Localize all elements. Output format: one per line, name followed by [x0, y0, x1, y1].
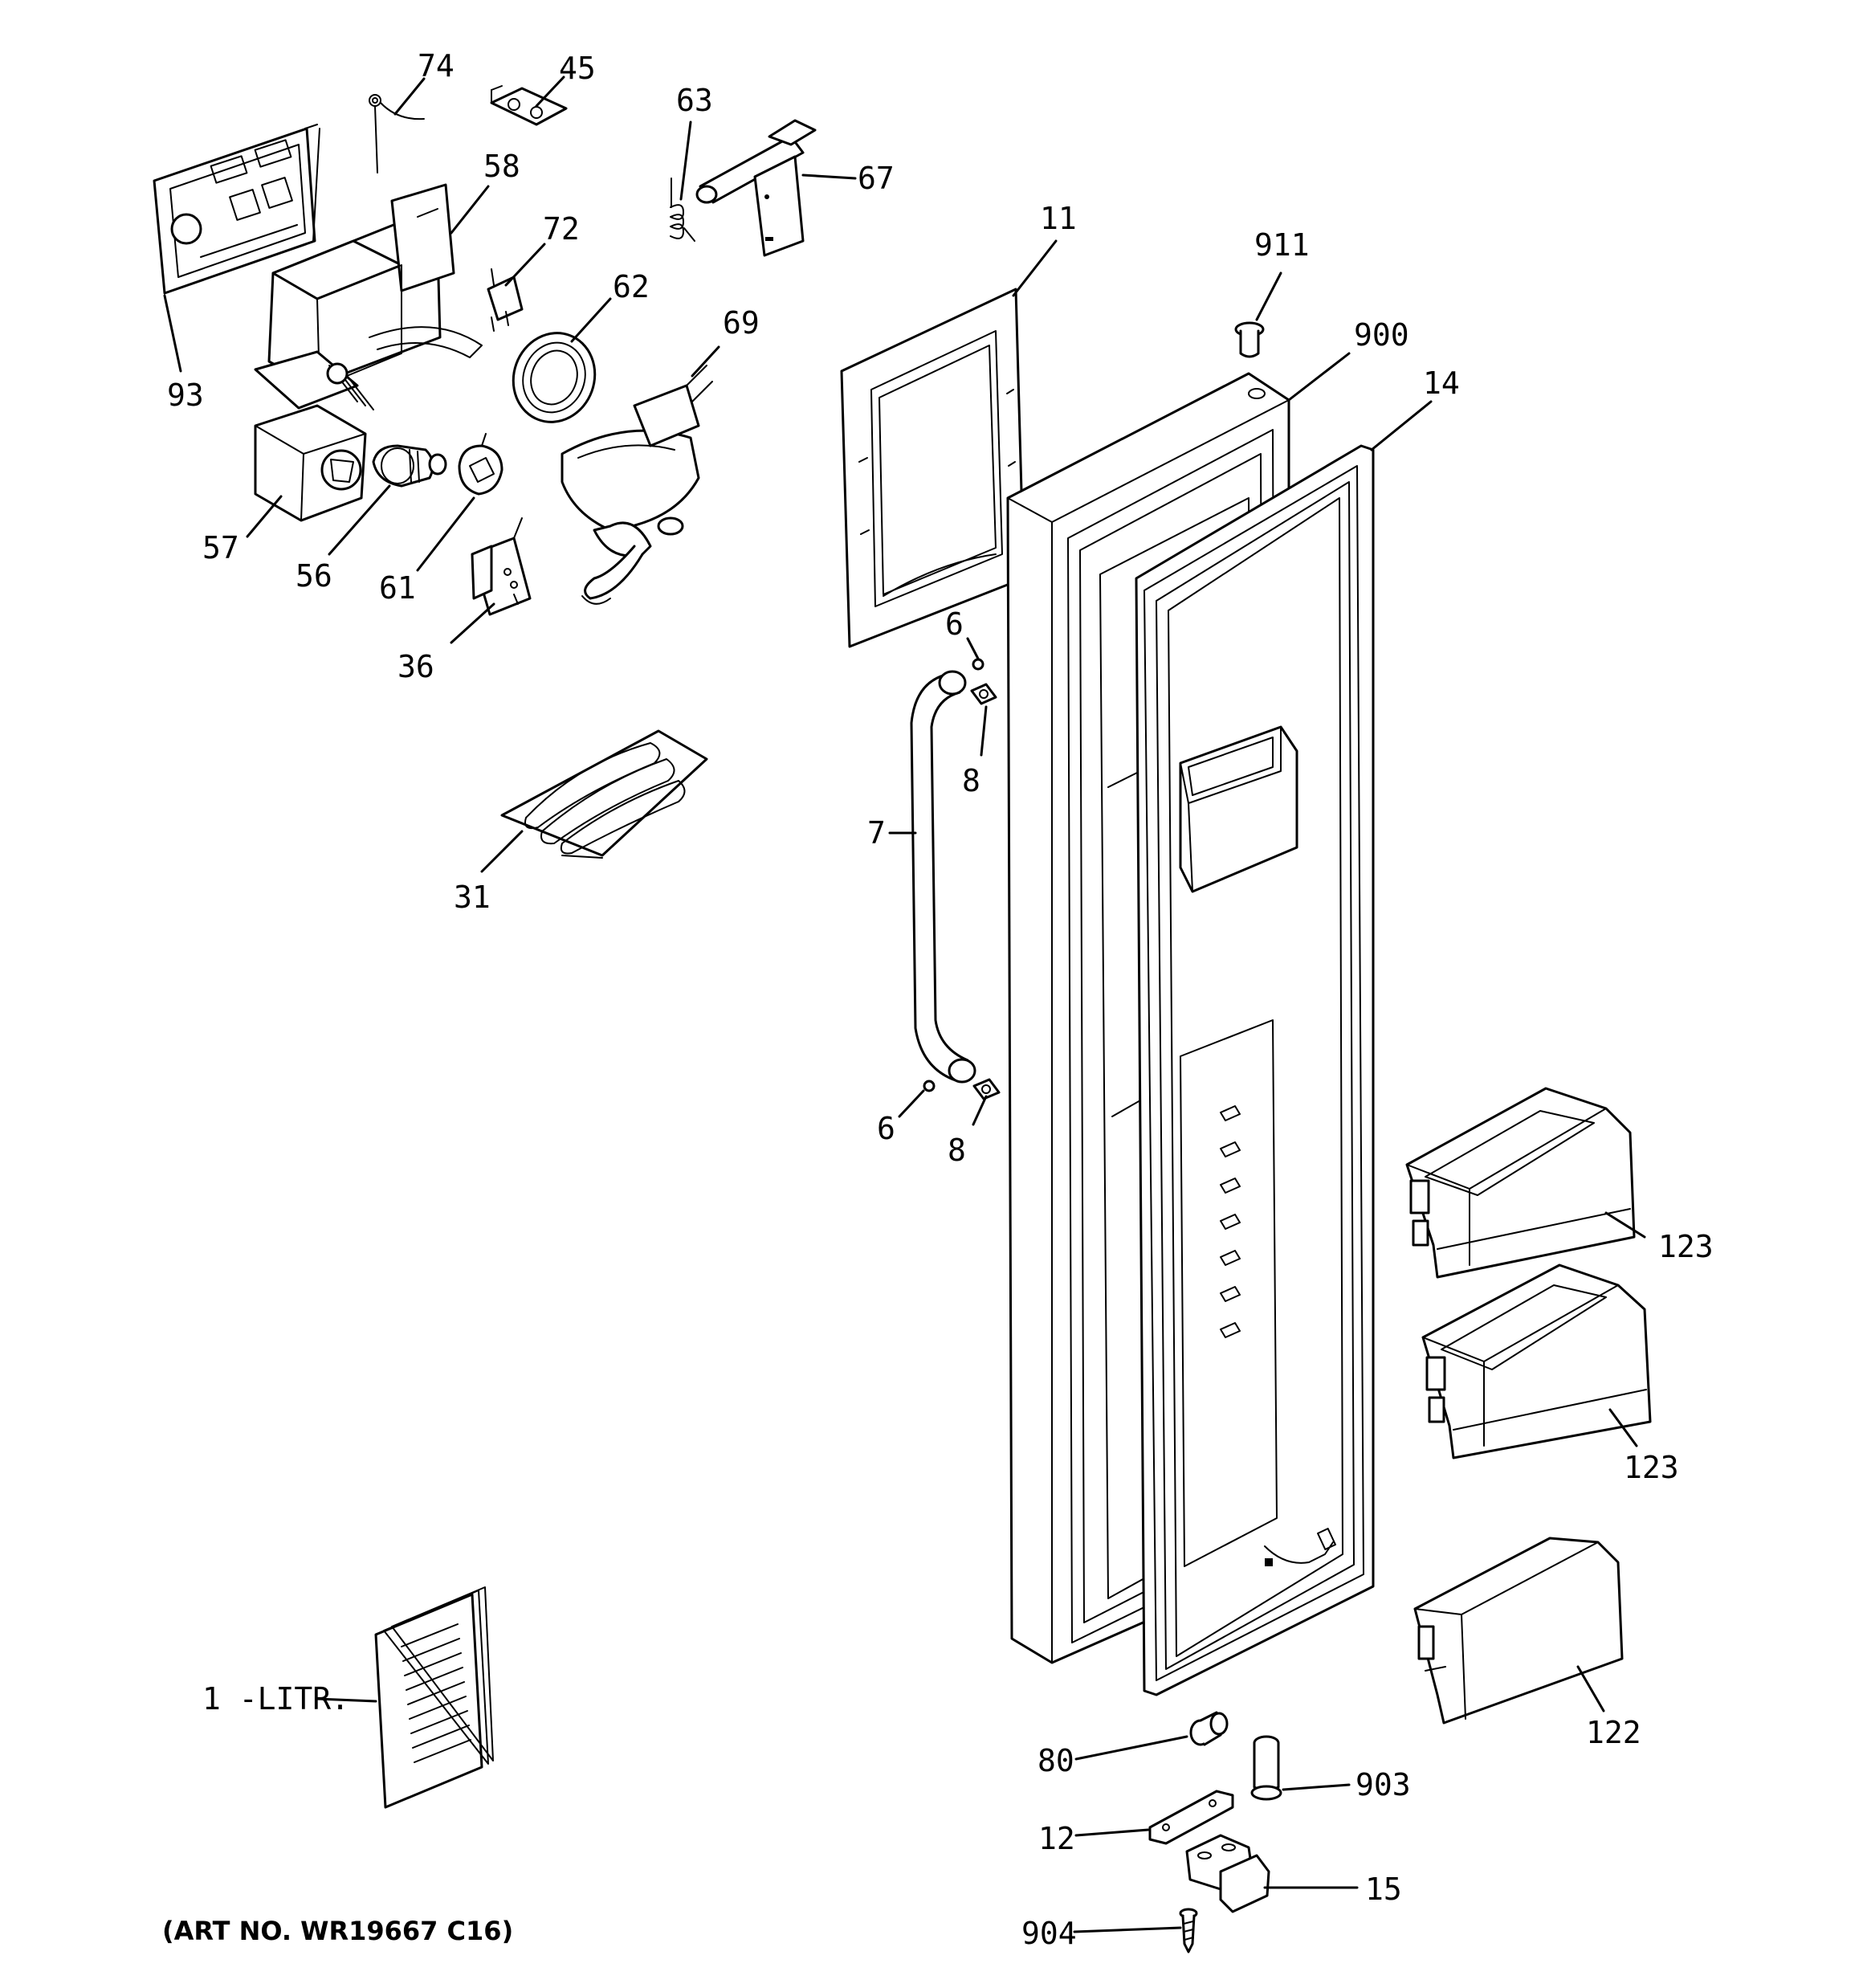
part-93-control-panel	[153, 124, 320, 295]
callout-8-top: 8	[962, 763, 980, 798]
part-1-literature	[374, 1586, 494, 1809]
callout-900: 900	[1354, 317, 1409, 353]
callout-123-middle: 123	[1624, 1450, 1679, 1485]
callout-57: 57	[202, 530, 239, 565]
callout-80: 80	[1037, 1743, 1074, 1778]
part-36-bracket	[471, 517, 532, 616]
leader-lines	[163, 76, 1646, 1933]
callout-6-bottom: 6	[877, 1111, 895, 1146]
callout-72: 72	[543, 211, 580, 247]
door-shelf-clips	[1220, 1105, 1241, 1338]
part-74-spring	[369, 94, 425, 173]
part-903-pin	[1250, 1735, 1282, 1801]
callout-1-litr: 1 -LITR.	[202, 1681, 349, 1717]
part-6-screw-top	[972, 658, 984, 671]
callout-61: 61	[379, 570, 416, 606]
callout-63: 63	[676, 83, 713, 118]
part-7-handle	[910, 670, 976, 1084]
part-62-ring	[512, 332, 597, 423]
callout-62: 62	[613, 269, 650, 304]
art-number: (ART NO. WR19667 C16)	[162, 1916, 513, 1946]
callout-93: 93	[167, 378, 204, 413]
part-15-hinge	[1185, 1834, 1270, 1913]
callout-14: 14	[1423, 365, 1460, 401]
part-67-lever	[695, 119, 817, 257]
part-122-bin-lower	[1413, 1537, 1624, 1725]
callout-911: 911	[1254, 227, 1310, 263]
part-6-screw-bottom	[923, 1080, 936, 1092]
callout-904: 904	[1021, 1916, 1077, 1951]
part-8-mount-top	[970, 683, 997, 705]
part-12-hinge-plate	[1148, 1790, 1234, 1845]
callout-36: 36	[397, 649, 434, 684]
callout-903: 903	[1355, 1767, 1411, 1802]
part-61-coupler	[458, 433, 503, 496]
part-80-plug	[1189, 1711, 1229, 1746]
part-72-switch	[487, 268, 524, 332]
part-45-bracket	[490, 85, 568, 126]
callout-123-upper: 123	[1658, 1229, 1714, 1264]
part-8-mount-bottom	[972, 1078, 1001, 1100]
callout-69: 69	[723, 305, 760, 341]
callout-11: 11	[1040, 201, 1077, 236]
part-58-chute-housing	[254, 183, 483, 410]
callout-67: 67	[858, 161, 895, 196]
callout-58: 58	[483, 149, 520, 184]
callout-6-top: 6	[945, 606, 964, 642]
literature-text-lines	[401, 1623, 471, 1763]
part-57-motor-housing	[254, 404, 367, 522]
part-11-dispenser-frame	[840, 288, 1025, 648]
callout-31: 31	[454, 880, 491, 915]
part-911-bushing	[1234, 321, 1265, 358]
part-69-funnel	[561, 365, 713, 605]
callout-45: 45	[559, 51, 596, 86]
part-63-spring	[670, 178, 695, 242]
callout-labels: 74 45 63 67 58 72 62 69 93 57 56 61 36 3…	[167, 48, 1714, 1951]
part-31-grille	[500, 729, 708, 859]
callout-122: 122	[1586, 1715, 1641, 1750]
callout-7: 7	[867, 815, 886, 851]
callout-56: 56	[296, 558, 332, 594]
part-123-bin-middle	[1421, 1263, 1652, 1459]
part-14-gasket	[1135, 444, 1375, 1696]
callout-8-bottom: 8	[948, 1133, 966, 1168]
callout-12: 12	[1038, 1821, 1075, 1856]
callout-74: 74	[418, 48, 455, 84]
part-123-bin-upper	[1405, 1087, 1636, 1279]
callout-15: 15	[1365, 1872, 1402, 1907]
part-904-screw	[1179, 1908, 1198, 1953]
part-56-shaft	[372, 444, 447, 488]
